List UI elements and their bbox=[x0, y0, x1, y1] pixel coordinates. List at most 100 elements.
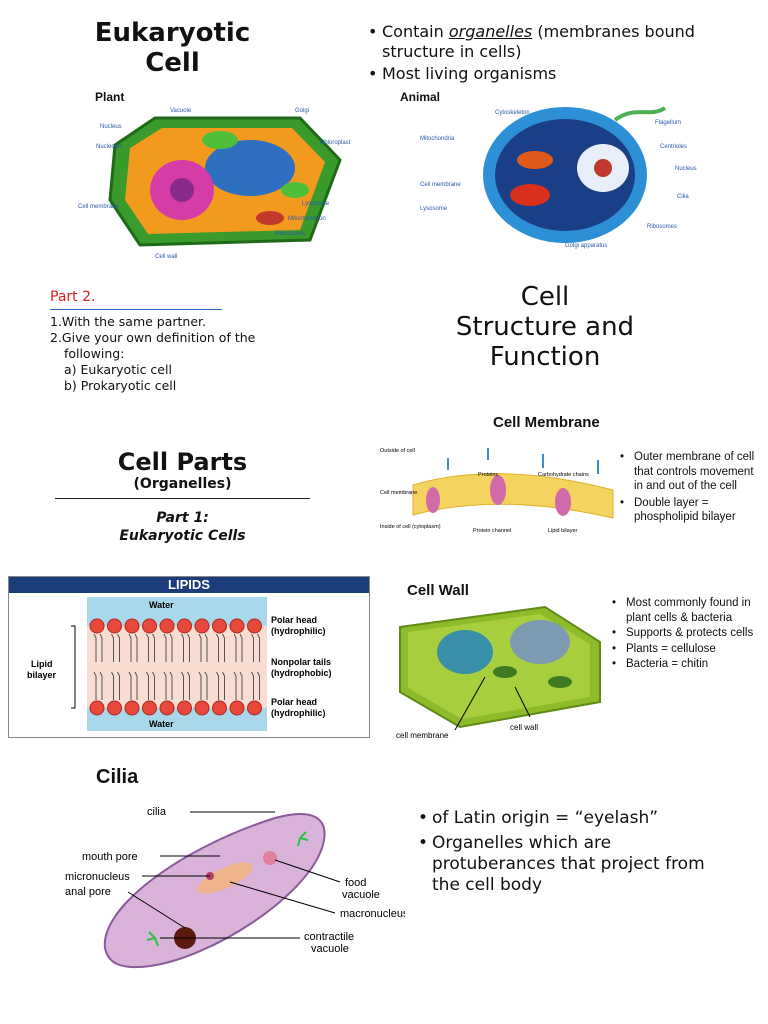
cilia-bullet-latin: of Latin origin = “eyelash” bbox=[418, 808, 718, 829]
chloroplast-shape bbox=[202, 131, 238, 149]
plant-title: Plant bbox=[95, 90, 125, 104]
bullet-text: Supports & protects cells bbox=[626, 627, 754, 639]
polar-head bbox=[229, 700, 245, 716]
cell-wall-diagram: cell membrane cell wall bbox=[396, 605, 601, 740]
mitochondrion-shape bbox=[256, 211, 284, 225]
label-mouth-pore: mouth pore bbox=[82, 851, 138, 863]
label-ribosomes: Ribosomes bbox=[647, 224, 677, 230]
label-food-vacuole-1: food bbox=[345, 877, 366, 889]
lipid-heads bbox=[89, 618, 262, 716]
organelles-emphasis: organelles bbox=[448, 22, 533, 41]
bullet-text: Bacteria = chitin bbox=[626, 658, 709, 670]
protein-shape-3 bbox=[555, 488, 571, 516]
nonpolar-tail bbox=[204, 671, 208, 700]
label-centrioles: Centrioles bbox=[660, 144, 687, 150]
label-cell-membrane: Cell membrane bbox=[78, 204, 119, 210]
food-vacuole-shape bbox=[263, 851, 277, 865]
cell-parts-part: Part 1: bbox=[156, 510, 209, 526]
polar-head bbox=[107, 618, 122, 634]
lipids-header: LIPIDS bbox=[9, 577, 369, 593]
polar-head bbox=[229, 618, 245, 634]
nonpolar-tail bbox=[187, 671, 190, 700]
leader-cell-membrane bbox=[454, 676, 486, 731]
eukaryotic-title-line2: Cell bbox=[145, 48, 200, 78]
polar-head bbox=[142, 700, 157, 716]
bullet-text: Double layer = phospholipid bilayer bbox=[634, 496, 736, 524]
label-nucleus: Nucleus bbox=[100, 124, 122, 130]
nonpolar-tail bbox=[233, 633, 237, 662]
label-lysosome: Lysosome bbox=[302, 201, 330, 207]
label-hydrophobic: (hydrophobic) bbox=[271, 668, 332, 678]
nucleus-shape bbox=[437, 630, 493, 674]
nonpolar-tail bbox=[187, 633, 190, 662]
part2-line3: following: bbox=[64, 346, 125, 361]
part2-heading: Part 2. bbox=[50, 289, 96, 305]
nonpolar-tail bbox=[99, 633, 103, 662]
chloroplast-shape-2 bbox=[548, 676, 572, 688]
cell-membrane-diagram: Outside of cell Proteins Carbohydrate ch… bbox=[380, 448, 614, 534]
polar-head bbox=[177, 618, 192, 634]
eukaryotic-title: Eukaryotic Cell bbox=[60, 18, 285, 78]
nonpolar-tail bbox=[198, 671, 202, 700]
nonpolar-tail bbox=[169, 633, 173, 662]
nonpolar-tail bbox=[111, 633, 114, 662]
leader-anal-pore bbox=[127, 891, 186, 929]
part2-instructions: 1.With the same partner. 2.Give your own… bbox=[50, 314, 310, 394]
polar-head bbox=[177, 700, 192, 716]
polar-head bbox=[107, 700, 122, 716]
wall-bullet-found: Most commonly found in plant cells & bac… bbox=[612, 596, 762, 625]
label-golgi: Golgi bbox=[295, 108, 309, 114]
polar-head bbox=[159, 618, 175, 634]
label-lipid-bilayer: Lipid bilayer bbox=[548, 528, 578, 534]
membrane-bullet-outer: Outer membrane of cell that controls mov… bbox=[620, 450, 760, 494]
label-cell-wall: cell wall bbox=[510, 723, 538, 732]
nonpolar-tail bbox=[239, 633, 243, 662]
label-proteins: Proteins bbox=[478, 472, 498, 478]
label-vacuole: Vacuole bbox=[170, 108, 192, 114]
label-flagellum: Flagellum bbox=[655, 120, 681, 126]
label-carbohydrate-chains: Carbohydrate chains bbox=[538, 472, 589, 478]
nonpolar-tail bbox=[117, 671, 120, 700]
label-cell-wall: Cell wall bbox=[155, 254, 177, 260]
membrane-bilayer-shape bbox=[412, 473, 614, 519]
nonpolar-tail bbox=[169, 671, 173, 700]
membrane-bullet-double: Double layer = phospholipid bilayer bbox=[620, 496, 760, 525]
polar-head bbox=[212, 618, 227, 634]
nonpolar-tail bbox=[134, 633, 138, 662]
nucleolus-shape bbox=[170, 178, 194, 202]
polar-head bbox=[124, 700, 140, 716]
label-protein-channel: Protein channel bbox=[473, 528, 511, 534]
polar-head bbox=[89, 700, 105, 716]
nonpolar-tail bbox=[93, 633, 97, 662]
nonpolar-tail bbox=[99, 671, 103, 700]
nonpolar-tail bbox=[233, 671, 237, 700]
label-ribosomes: Ribosomes bbox=[275, 231, 305, 237]
nonpolar-tail bbox=[134, 671, 138, 700]
polar-head bbox=[159, 700, 175, 716]
wall-bullet-supports: Supports & protects cells bbox=[612, 626, 762, 641]
label-nonpolar-tails: Nonpolar tails bbox=[271, 657, 331, 667]
bullet-text: Contain organelles (membranes bound stru… bbox=[382, 22, 695, 61]
carbohydrate-chains-shape bbox=[447, 448, 599, 474]
lipid-bilayer-diagram: Water Water Lipid bilayer Polar head (hy… bbox=[27, 597, 332, 731]
cell-parts-block: Cell Parts (Organelles) Part 1: Eukaryot… bbox=[55, 448, 310, 545]
cell-wall-bullets: Most commonly found in plant cells & bac… bbox=[612, 596, 762, 672]
cell-wall-title: Cell Wall bbox=[407, 582, 469, 599]
eukaryotic-bullet-organelles: Contain organelles (membranes bound stru… bbox=[368, 22, 753, 62]
label-nucleolus: Nucleolus bbox=[96, 144, 122, 150]
label-outside-of-cell: Outside of cell bbox=[380, 448, 415, 454]
nonpolar-tail bbox=[111, 671, 114, 700]
polar-head bbox=[124, 618, 140, 634]
nonpolar-tail bbox=[163, 671, 167, 700]
bullet-text: Outer membrane of cell that controls mov… bbox=[634, 451, 755, 492]
part2-heading-wrap: Part 2. bbox=[50, 288, 222, 310]
animal-cell-diagram: Cytoskeleton Flagellum Mitochondria Cent… bbox=[420, 106, 697, 249]
label-polar-head-bottom: Polar head bbox=[271, 697, 317, 707]
cilia-title: Cilia bbox=[96, 766, 139, 788]
label-cilia: Cilia bbox=[677, 194, 689, 200]
label-cytoskeleton: Cytoskeleton bbox=[495, 110, 530, 116]
label-macronucleus: macronucleus bbox=[340, 908, 405, 920]
polar-head bbox=[247, 700, 262, 716]
part2-line1: 1.With the same partner. bbox=[50, 314, 206, 329]
leader-macronucleus bbox=[229, 881, 336, 914]
